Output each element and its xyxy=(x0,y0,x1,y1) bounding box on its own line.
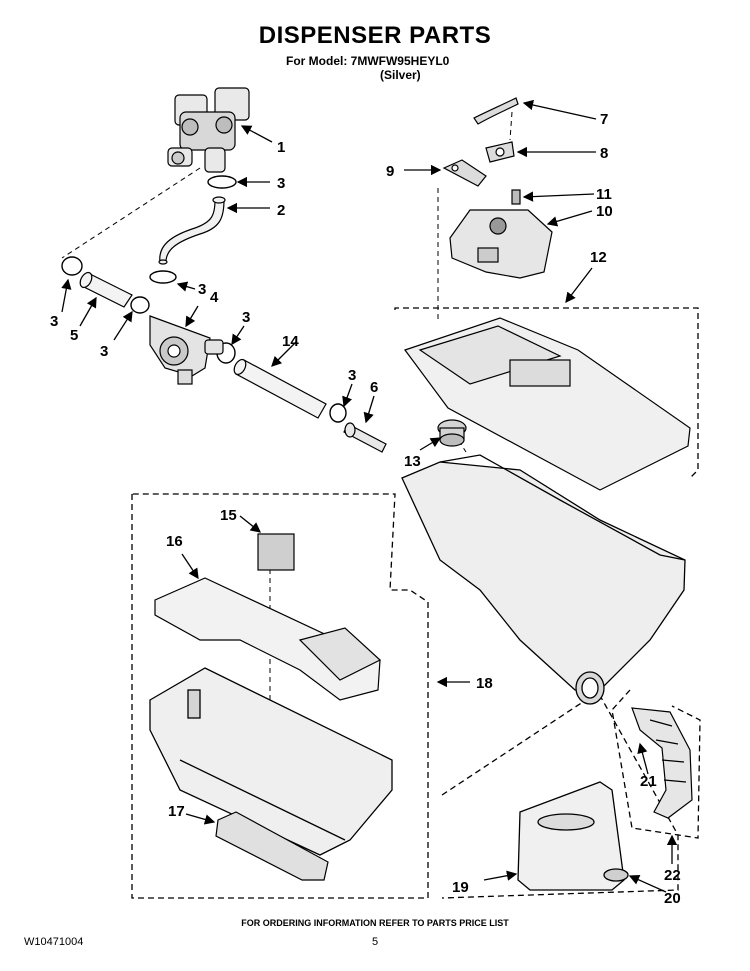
part-9-bracket xyxy=(442,159,487,187)
callout-7: 7 xyxy=(600,111,608,128)
callout-1: 1 xyxy=(277,139,285,156)
nozzle xyxy=(343,422,387,453)
dispenser-housing xyxy=(401,454,686,705)
callout-17: 17 xyxy=(168,803,185,820)
ordering-note: FOR ORDERING INFORMATION REFER TO PARTS … xyxy=(241,918,509,928)
tray-cover xyxy=(154,533,382,701)
drawer xyxy=(149,667,393,856)
callout-19: 19 xyxy=(452,879,469,896)
callout-2: 2 xyxy=(277,202,285,219)
callout-3f: 3 xyxy=(348,367,356,384)
valve-hose xyxy=(158,196,226,265)
part-11-screw xyxy=(511,189,521,205)
callout-22: 22 xyxy=(664,867,681,884)
callout-13: 13 xyxy=(404,453,421,470)
part-7-gasket xyxy=(473,97,519,125)
callout-12: 12 xyxy=(590,249,607,266)
group-12-outline xyxy=(394,307,699,479)
group-outlines xyxy=(131,307,701,899)
actuator xyxy=(449,209,553,279)
callout-3d: 3 xyxy=(50,313,58,330)
small-parts xyxy=(442,97,521,205)
group-18-outline xyxy=(131,493,429,899)
group-21-outline xyxy=(611,689,701,839)
callout-14: 14 xyxy=(282,333,299,350)
air-gap xyxy=(149,315,224,385)
callout-5: 5 xyxy=(70,327,78,344)
callout-10: 10 xyxy=(596,203,613,220)
callout-4: 4 xyxy=(210,289,219,306)
callout-18: 18 xyxy=(476,675,493,692)
callout-9: 9 xyxy=(386,163,394,180)
page-number: 5 xyxy=(372,936,379,948)
drawer-handle xyxy=(517,781,629,891)
model-line: For Model: 7MWFW95HEYL0 xyxy=(286,54,450,68)
color-line: (Silver) xyxy=(380,68,421,82)
callout-6: 6 xyxy=(370,379,378,396)
callout-3c: 3 xyxy=(242,309,250,326)
short-tube xyxy=(79,271,133,308)
callout-16: 16 xyxy=(166,533,183,550)
callout-3e: 3 xyxy=(100,343,108,360)
long-tube xyxy=(233,358,327,419)
callout-8: 8 xyxy=(600,145,608,162)
hose-clamps xyxy=(61,175,347,423)
callout-labels: 1 2 3 3 4 3 3 5 3 14 3 6 7 8 9 11 10 12 … xyxy=(50,111,681,907)
callout-3a: 3 xyxy=(277,175,285,192)
inlet-valve xyxy=(167,87,250,173)
callout-3b: 3 xyxy=(198,281,206,298)
page-title: DISPENSER PARTS xyxy=(258,22,492,49)
dispenser-cover xyxy=(404,317,691,491)
callout-15: 15 xyxy=(220,507,237,524)
callout-arrows xyxy=(61,99,678,893)
drawer-insert xyxy=(215,811,329,881)
callout-21: 21 xyxy=(640,773,657,790)
callout-20: 20 xyxy=(664,890,681,907)
bellows-hose xyxy=(631,707,693,819)
document-number: W10471004 xyxy=(24,936,84,948)
knob xyxy=(437,419,467,447)
callout-11: 11 xyxy=(596,186,612,203)
